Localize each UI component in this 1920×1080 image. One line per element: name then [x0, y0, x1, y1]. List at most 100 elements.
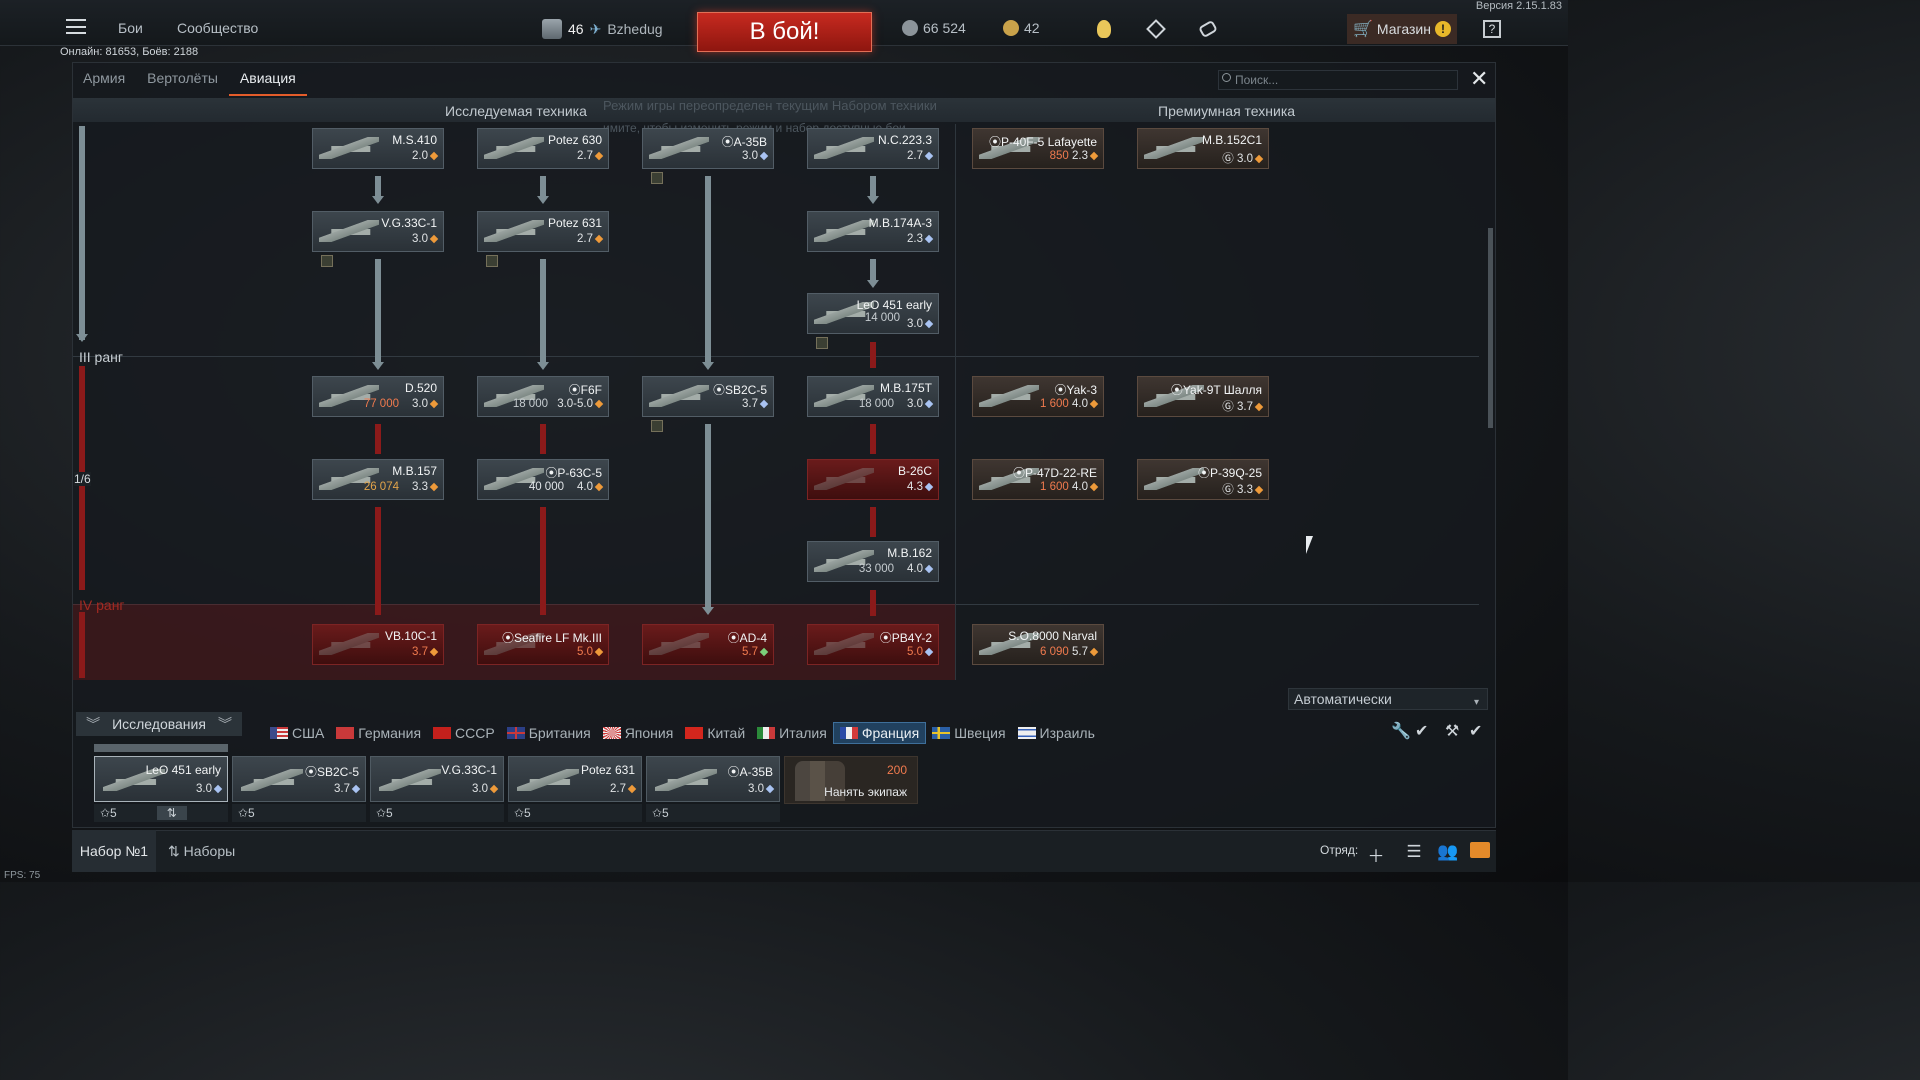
plane-icon — [814, 633, 874, 655]
nation-tab-japan[interactable]: Япония — [597, 722, 680, 744]
nation-tab-france[interactable]: Франция — [832, 722, 927, 744]
shop-button[interactable]: 🛒 Магазин ! — [1347, 14, 1457, 44]
germany-flag-icon — [336, 727, 355, 739]
tab-army[interactable]: Армия — [83, 70, 126, 86]
plane-icon — [979, 468, 1039, 490]
gold-balance[interactable]: 42 — [1003, 20, 1040, 36]
plane-icon — [979, 137, 1039, 159]
player-name: Bzhedug — [607, 21, 663, 37]
crew-badge-icon — [651, 420, 663, 432]
menu-icon[interactable] — [66, 19, 86, 34]
search-input[interactable]: Поиск... — [1218, 70, 1458, 90]
add-squad-icon[interactable]: ＋ — [1367, 847, 1385, 866]
tree-connector — [375, 259, 381, 363]
preset-button[interactable]: Набор №1 — [72, 830, 156, 872]
lightbulb-icon[interactable] — [1097, 20, 1111, 38]
tree-scrollbar[interactable] — [1488, 228, 1493, 428]
gold-value: 42 — [1024, 20, 1040, 36]
list-icon[interactable]: ☰ — [1406, 842, 1422, 861]
nation-tab-usa[interactable]: США — [264, 722, 330, 744]
squad-label: Отряд: — [1320, 843, 1359, 857]
nation-tab-ussr[interactable]: СССР — [427, 722, 501, 744]
help-button[interactable]: ? — [1483, 20, 1501, 38]
nation-tab-sweden[interactable]: Швеция — [926, 722, 1011, 744]
nation-tab-israel[interactable]: Израиль — [1012, 722, 1101, 744]
france-flag-icon — [839, 727, 858, 739]
rank-label: III ранг — [79, 349, 123, 365]
hire-crew-button[interactable]: 200 Нанять экипаж — [784, 756, 918, 804]
nation-tab-germany[interactable]: Германия — [330, 722, 427, 744]
plane-icon — [814, 220, 874, 242]
nation-tab-britain[interactable]: Британия — [501, 722, 597, 744]
mode-note: Режим игры переопределен текущим Набором… — [603, 98, 937, 113]
tree-connector — [705, 176, 711, 362]
nav-battles[interactable]: Бои — [118, 20, 143, 36]
close-button[interactable]: ✕ — [1470, 66, 1489, 91]
silver-balance[interactable]: 66 524 — [902, 20, 966, 36]
checkmark-icon[interactable]: ✔ — [1415, 723, 1429, 740]
shop-label: Магазин — [1376, 21, 1431, 37]
plane-icon — [319, 633, 379, 655]
plane-icon — [649, 385, 709, 407]
wrench-icon[interactable]: 🔧 — [1391, 723, 1411, 740]
repair-all-icon[interactable]: ⚒ — [1445, 723, 1460, 740]
premium-title: Премиумная техника — [1158, 103, 1296, 119]
plane-icon — [814, 385, 874, 407]
research-tab[interactable]: ︾ Исследования ︾ — [76, 712, 242, 736]
tab-aviation[interactable]: Авиация — [228, 64, 307, 96]
checkmark-icon[interactable]: ✔ — [1469, 723, 1483, 740]
battle-button[interactable]: В бой! — [697, 12, 872, 52]
auto-select-dropdown[interactable]: Автоматически ▾ — [1288, 688, 1488, 710]
tab-helicopters[interactable]: Вертолёты — [147, 70, 218, 86]
tree-connector — [375, 507, 381, 615]
plane-icon — [319, 137, 379, 159]
crew-badge-icon — [651, 172, 663, 184]
tree-connector — [375, 424, 381, 454]
plane-icon — [814, 550, 874, 572]
tree-connector — [540, 424, 546, 454]
contacts-icon[interactable]: 👥 — [1437, 842, 1459, 861]
nation-tab-italy[interactable]: Италия — [751, 722, 833, 744]
player-profile[interactable]: 46 ✈ Bzhedug — [542, 18, 663, 40]
section-header — [73, 98, 1495, 122]
presets-button[interactable]: ⇅ Наборы — [168, 843, 236, 859]
mail-icon[interactable] — [1470, 842, 1490, 858]
sweden-flag-icon — [932, 727, 951, 739]
nav-community[interactable]: Сообщество — [177, 20, 259, 36]
tree-connector — [867, 280, 879, 288]
tree-connector — [540, 176, 546, 198]
nation-tab-china[interactable]: Китай — [679, 722, 751, 744]
